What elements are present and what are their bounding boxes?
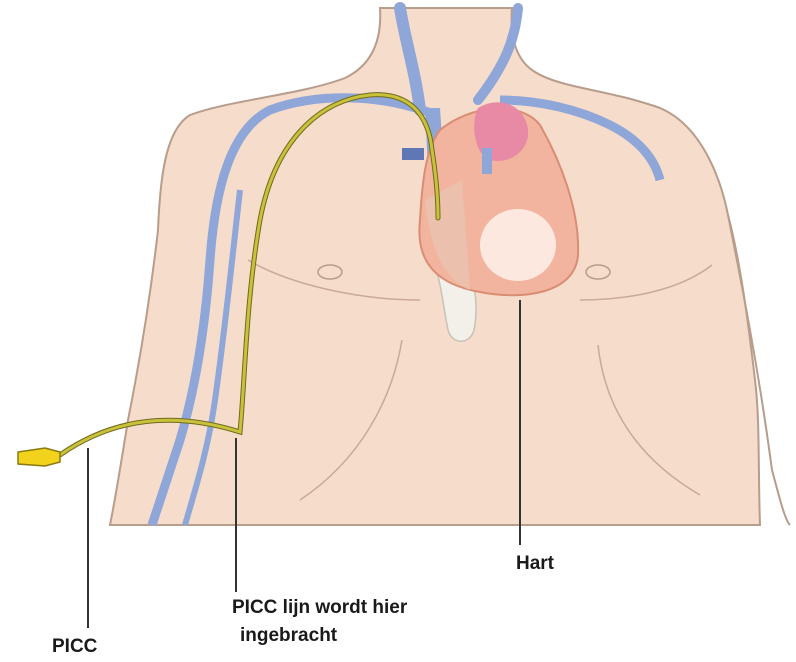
label-hart: Hart [516,553,554,575]
picc-connector-icon [18,448,60,466]
heart-highlight [480,209,556,281]
heart-vessel [482,148,492,174]
label-insertion-site-line2: ingebracht [240,625,337,647]
vein-stub-left [402,148,424,160]
label-insertion-site-line1: PICC lijn wordt hier [232,597,407,619]
label-picc: PICC [52,636,97,658]
